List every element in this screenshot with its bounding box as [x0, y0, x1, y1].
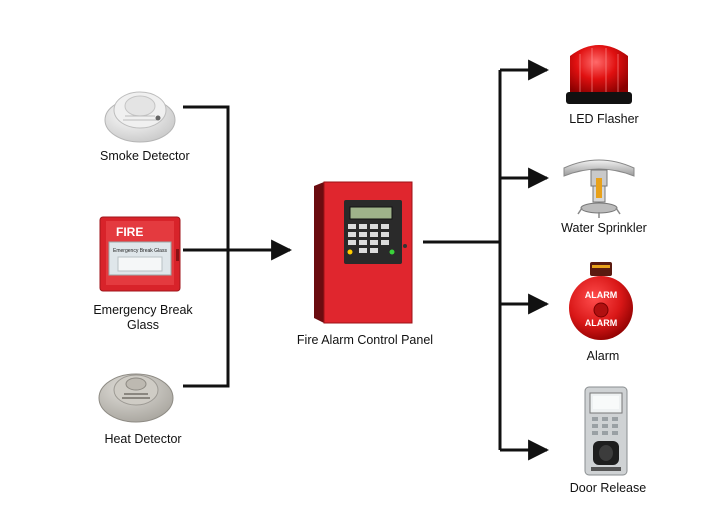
- smoke-detector-label: Smoke Detector: [100, 149, 190, 163]
- water-sprinkler-label: Water Sprinkler: [561, 221, 647, 235]
- smoke-detector-icon: [104, 91, 176, 143]
- heat-detector-wire: [183, 250, 230, 388]
- heat-detector-icon: [98, 373, 174, 423]
- led-flasher-label: LED Flasher: [569, 112, 639, 126]
- break-glass-label: Emergency Break Glass: [93, 303, 193, 332]
- door-release-label: Door Release: [569, 481, 647, 495]
- smoke-detector-wire: [183, 105, 230, 250]
- break-glass-fire-text: FIRE: [116, 225, 143, 239]
- control-panel-label: Fire Alarm Control Panel: [296, 333, 434, 347]
- alarm-label: Alarm: [586, 349, 620, 363]
- door-release-icon: [584, 386, 628, 476]
- led-flasher-icon: [566, 45, 632, 104]
- water-sprinkler-icon: [563, 159, 635, 218]
- heat-detector-label: Heat Detector: [104, 432, 182, 446]
- alarm-bell-icon: ALARM ALARM: [569, 262, 633, 340]
- break-glass-small-text: Emergency Break Glass: [113, 248, 167, 254]
- control-panel-icon: [314, 181, 413, 324]
- break-glass-icon: FIRE Emergency Break Glass: [99, 216, 181, 292]
- alarm-bell-text-bottom: ALARM: [585, 318, 618, 328]
- alarm-bell-text-top: ALARM: [585, 290, 618, 300]
